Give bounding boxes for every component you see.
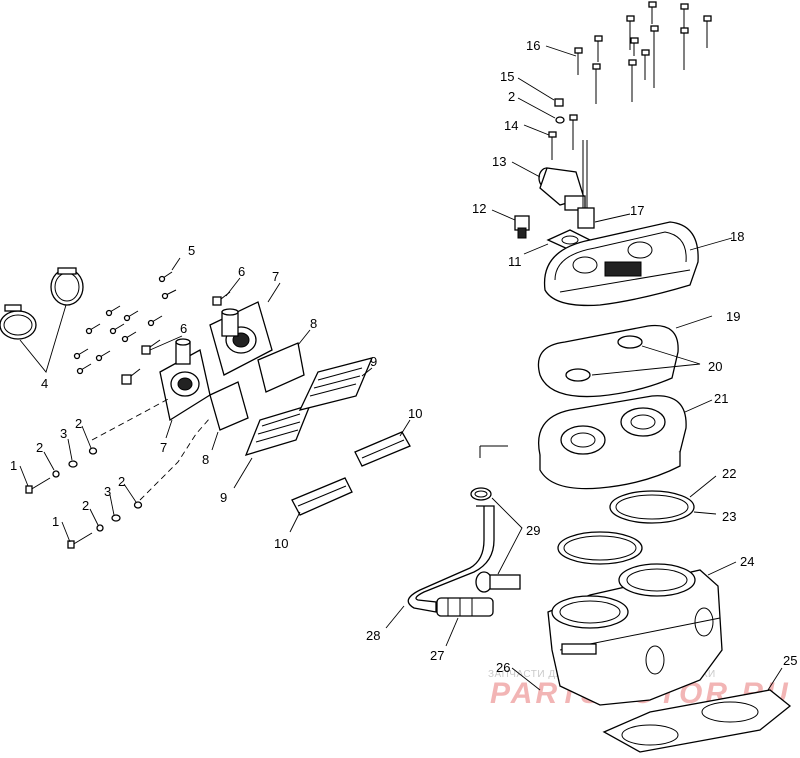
connector-27 (436, 597, 494, 617)
cylinder-head-21 (538, 395, 687, 490)
callout-2: 2 (118, 474, 125, 489)
fitting-12 (514, 215, 530, 239)
cylinder-gaskets-22-23 (557, 490, 695, 565)
fastener-set-lower (67, 501, 143, 549)
callout-2: 2 (75, 416, 82, 431)
head-bolts-16 (574, 1, 712, 104)
clamps-29 (470, 487, 521, 593)
reed-blocks-9 (244, 357, 374, 457)
callout-7: 7 (160, 440, 167, 455)
callout-5: 5 (188, 243, 195, 258)
assembly-line-lower (139, 417, 211, 501)
leader-4 (19, 304, 67, 373)
callout-4: 4 (41, 376, 48, 391)
leader-20 (591, 345, 701, 376)
callout-1: 1 (52, 514, 59, 529)
callout-28: 28 (366, 628, 380, 643)
callout-11: 11 (508, 254, 522, 269)
callout-18: 18 (730, 229, 744, 244)
reed-petals-10 (291, 431, 411, 516)
assembly-line-upper (91, 397, 171, 441)
cylinder-block-24 (547, 563, 723, 706)
callout-29: 29 (526, 523, 540, 538)
hose-28 (407, 505, 495, 613)
callout-3: 3 (60, 426, 67, 441)
callout-26: 26 (496, 660, 510, 675)
fittings-6 (121, 291, 231, 385)
callout-9: 9 (370, 354, 377, 369)
head-gasket-19 (537, 324, 679, 398)
callout-22: 22 (722, 466, 736, 481)
leader-29 (491, 497, 523, 575)
callout-8: 8 (310, 316, 317, 331)
intake-adaptor-7-rear (159, 338, 211, 422)
callout-2: 2 (508, 89, 515, 104)
callout-2: 2 (36, 440, 43, 455)
nut-15 (554, 98, 564, 107)
callout-9: 9 (220, 490, 227, 505)
fastener-set-upper (25, 447, 98, 494)
callout-3: 3 (104, 484, 111, 499)
head-cover-18 (543, 221, 699, 307)
callout-7: 7 (272, 269, 279, 284)
callout-2: 2 (82, 498, 89, 513)
callout-20: 20 (708, 359, 722, 374)
callout-21: 21 (714, 391, 728, 406)
callout-16: 16 (526, 38, 540, 53)
intake-adaptor-7-front (209, 301, 273, 376)
callout-6: 6 (238, 264, 245, 279)
callout-13: 13 (492, 154, 506, 169)
sensor-17 (577, 140, 595, 229)
callout-1: 1 (10, 458, 17, 473)
spacers-8 (209, 342, 305, 431)
callout-12: 12 (472, 201, 486, 216)
washer-2-top (555, 116, 565, 124)
callout-10: 10 (274, 536, 288, 551)
stud-14 (548, 114, 578, 160)
callout-24: 24 (740, 554, 754, 569)
bolts-5 (73, 271, 177, 375)
callout-6: 6 (180, 321, 187, 336)
base-gasket-25 (602, 689, 792, 753)
callout-labels: 1 1 2 2 2 2 3 3 4 5 6 6 7 7 8 8 9 9 10 1… (10, 38, 797, 675)
callout-15: 15 (500, 69, 514, 84)
callout-17: 17 (630, 203, 644, 218)
hose-clamps (0, 267, 84, 340)
callout-14: 14 (504, 118, 518, 133)
callout-19: 19 (726, 309, 740, 324)
callout-10: 10 (408, 406, 422, 421)
callout-25: 25 (783, 653, 797, 668)
callout-27: 27 (430, 648, 444, 663)
o-rings-20 (565, 335, 643, 382)
callout-23: 23 (722, 509, 736, 524)
outlet-elbow-13 (538, 167, 586, 211)
callout-8: 8 (202, 452, 209, 467)
